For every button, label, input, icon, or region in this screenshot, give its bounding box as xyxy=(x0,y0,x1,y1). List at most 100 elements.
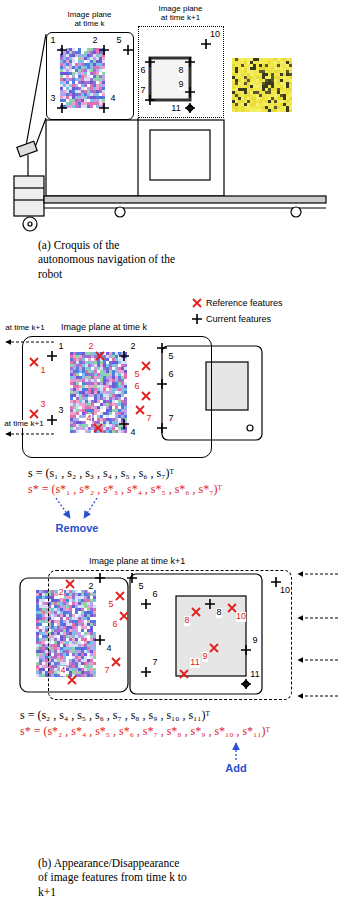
pixel xyxy=(106,364,109,367)
pixel xyxy=(87,75,90,78)
pixel xyxy=(57,608,60,611)
pixel xyxy=(82,397,85,400)
pixel xyxy=(36,671,39,674)
pixel xyxy=(81,93,84,96)
pixel xyxy=(72,57,75,60)
pixel xyxy=(250,67,253,70)
pixel xyxy=(82,403,85,406)
pixel xyxy=(60,96,63,99)
pixel xyxy=(286,109,289,112)
pixel xyxy=(289,94,292,97)
pixel xyxy=(97,394,100,397)
pixel xyxy=(259,64,262,67)
pixel xyxy=(277,94,280,97)
pixel xyxy=(112,421,115,424)
pixel xyxy=(268,76,271,79)
pixel xyxy=(76,376,79,379)
callout-number: 9 xyxy=(202,652,207,662)
pixel xyxy=(94,385,97,388)
pixel xyxy=(87,608,90,611)
pixel xyxy=(39,614,42,617)
pixel xyxy=(244,64,247,67)
pixel xyxy=(262,94,265,97)
pixel xyxy=(54,659,57,662)
callout-number: 4 xyxy=(60,666,65,676)
pixel xyxy=(109,358,112,361)
pixel xyxy=(87,650,90,653)
pixel xyxy=(70,406,73,409)
pixel xyxy=(289,64,292,67)
pixel xyxy=(247,64,250,67)
current-feature-mark xyxy=(241,679,251,689)
pixel xyxy=(39,620,42,623)
pixel xyxy=(271,64,274,67)
pixel xyxy=(238,103,241,106)
pixel xyxy=(78,632,81,635)
pixel xyxy=(85,394,88,397)
pixel xyxy=(84,599,87,602)
pixel xyxy=(60,635,63,638)
pixel xyxy=(241,85,244,88)
pixel xyxy=(72,54,75,57)
pixel xyxy=(85,385,88,388)
pixel xyxy=(78,641,81,644)
pixel xyxy=(121,364,124,367)
motion-arrow xyxy=(6,434,54,435)
pixel xyxy=(244,70,247,73)
pixel xyxy=(63,653,66,656)
pixel xyxy=(96,72,99,75)
pixel xyxy=(121,388,124,391)
pixel xyxy=(112,424,115,427)
pixel xyxy=(57,638,60,641)
pixel xyxy=(72,90,75,93)
pixel xyxy=(72,629,75,632)
pixel xyxy=(39,629,42,632)
pixel xyxy=(103,379,106,382)
current-feature-mark xyxy=(47,415,57,425)
pixel xyxy=(90,93,93,96)
pixel xyxy=(51,620,54,623)
pixel xyxy=(112,409,115,412)
pixel xyxy=(90,81,93,84)
pixel xyxy=(259,100,262,103)
motion-arrow xyxy=(6,342,54,343)
pixel xyxy=(106,361,109,364)
pixel xyxy=(36,626,39,629)
pixel xyxy=(84,641,87,644)
pixel xyxy=(115,403,118,406)
pixel xyxy=(93,626,96,629)
reference-feature-mark xyxy=(66,580,74,588)
pixel xyxy=(93,87,96,90)
pixel xyxy=(235,73,238,76)
pixel xyxy=(87,102,90,105)
pixel xyxy=(76,364,79,367)
pixel xyxy=(277,100,280,103)
pixel xyxy=(280,94,283,97)
pixel xyxy=(76,418,79,421)
pixel xyxy=(241,64,244,67)
pixel xyxy=(232,79,235,82)
pixel xyxy=(88,358,91,361)
pixel xyxy=(78,659,81,662)
pixel xyxy=(115,406,118,409)
pixel xyxy=(72,659,75,662)
pixel xyxy=(39,668,42,671)
pixel xyxy=(96,51,99,54)
pixel xyxy=(81,75,84,78)
pixel xyxy=(232,70,235,73)
pixel xyxy=(247,70,250,73)
pixel xyxy=(69,659,72,662)
pixel xyxy=(79,382,82,385)
pixel xyxy=(73,397,76,400)
pixel xyxy=(103,364,106,367)
pixel xyxy=(106,367,109,370)
pixel xyxy=(253,106,256,109)
pixel xyxy=(63,629,66,632)
pixel xyxy=(256,91,259,94)
current-feature-mark xyxy=(201,39,211,49)
pixel xyxy=(39,671,42,674)
pixel xyxy=(256,88,259,91)
pixel xyxy=(94,376,97,379)
pixel xyxy=(51,659,54,662)
pixel xyxy=(76,388,79,391)
